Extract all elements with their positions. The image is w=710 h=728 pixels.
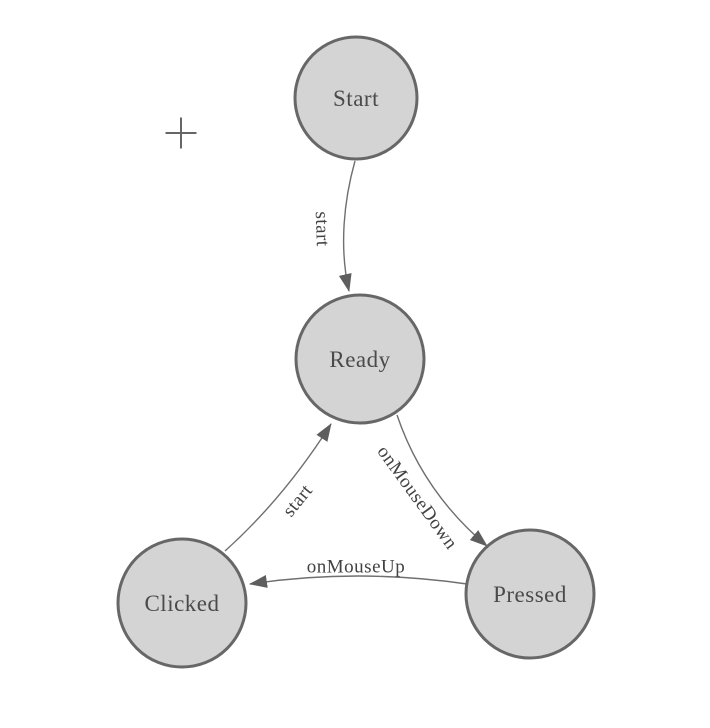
transition-edge-start-to-ready[interactable]	[338, 160, 356, 292]
state-node-start[interactable]: Start	[293, 35, 419, 161]
state-circle-ready[interactable]	[294, 293, 426, 425]
state-node-pressed[interactable]: Pressed	[464, 528, 596, 660]
state-label-pressed: Pressed	[493, 582, 567, 607]
edge-label-start-to-ready: start	[311, 211, 333, 247]
transition-edge-pressed-to-clicked[interactable]	[249, 575, 468, 588]
transition-edge-ready-to-pressed[interactable]	[396, 414, 488, 547]
state-label-clicked: Clicked	[144, 591, 219, 616]
state-label-start: Start	[333, 86, 379, 111]
transition-edge-clicked-to-ready[interactable]	[224, 423, 332, 552]
state-label-ready: Ready	[329, 347, 390, 372]
state-node-clicked[interactable]: Clicked	[116, 537, 248, 669]
state-circle-pressed[interactable]	[464, 528, 596, 660]
state-node-ready[interactable]: Ready	[294, 293, 426, 425]
edge-label-pressed-to-clicked: onMouseUp	[307, 557, 405, 578]
state-circle-clicked[interactable]	[116, 537, 248, 669]
state-circle-start[interactable]	[293, 35, 419, 161]
edge-label-clicked-to-ready: start	[279, 480, 318, 521]
crosshair-icon[interactable]	[165, 117, 197, 149]
edge-label-ready-to-pressed: onMouseDown	[373, 442, 462, 554]
